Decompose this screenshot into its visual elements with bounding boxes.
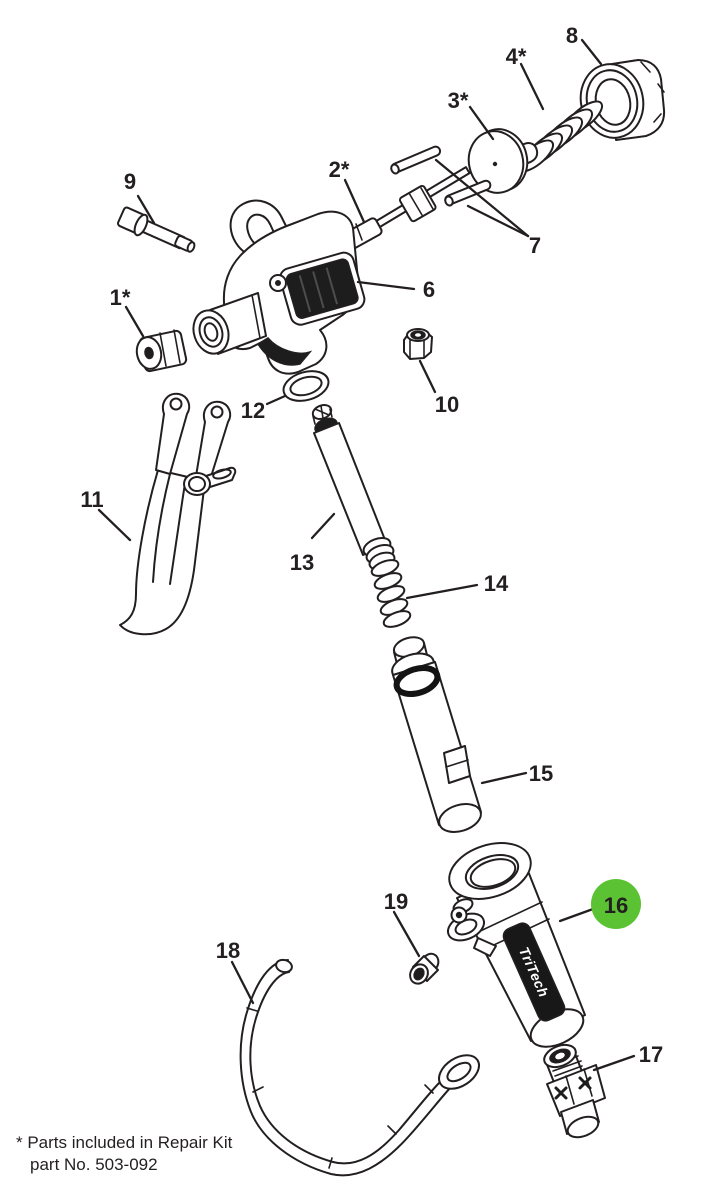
part-14-spring: [370, 559, 412, 628]
callout-11-label: 11: [80, 487, 103, 512]
part-19-bushing: [409, 952, 440, 985]
part-2-needle-assembly: [338, 166, 471, 251]
part-9-bolt: [117, 206, 196, 253]
callout-12-label: 12: [241, 398, 265, 423]
callout-8-label: 8: [566, 23, 578, 48]
callout-13-label: 13: [290, 550, 314, 575]
callout-1: 1*: [110, 285, 145, 338]
callout-19-label: 19: [384, 889, 408, 914]
callout-2-label: 2*: [329, 157, 350, 182]
part-1-packing-nut: [135, 329, 188, 373]
callout-12: 12: [241, 394, 287, 423]
part-17-swivel-fitting: [543, 1043, 606, 1139]
callout-7-label: 7: [529, 233, 541, 258]
callout-10: 10: [418, 359, 459, 417]
part-11-trigger: [119, 392, 237, 636]
part-16-highlight-circle: [591, 879, 641, 929]
part-6-gun-body: [192, 199, 366, 375]
callout-11: 11: [80, 487, 132, 542]
callout-16-highlighted[interactable]: 16: [558, 879, 641, 929]
callout-14-label: 14: [484, 571, 509, 596]
part-15-filter-housing: [391, 636, 482, 833]
part-12-o-ring: [282, 370, 330, 402]
part-13-needle-tube: [311, 404, 396, 571]
part-18-guard: [239, 958, 480, 1177]
callout-9-label: 9: [124, 169, 136, 194]
callout-4-label: 4*: [506, 44, 527, 69]
callout-19: 19: [384, 889, 421, 958]
part-16-handle: TriTech: [446, 842, 586, 1048]
callout-8: 8: [566, 23, 603, 66]
callout-10-label: 10: [435, 392, 459, 417]
callout-4: 4*: [506, 44, 545, 111]
footnote-line-1: * Parts included in Repair Kit: [16, 1133, 233, 1152]
callout-15-label: 15: [529, 761, 553, 786]
callout-18: 18: [216, 938, 255, 1005]
callout-3-label: 3*: [448, 88, 469, 113]
callout-13: 13: [290, 512, 336, 575]
part-7-pins: [390, 145, 492, 207]
callout-17-label: 17: [639, 1042, 663, 1067]
callout-17: 17: [592, 1042, 663, 1072]
callout-2: 2*: [329, 157, 366, 224]
callout-14: 14: [405, 571, 509, 600]
part-8-retainer-cap: [579, 59, 666, 141]
callout-3: 3*: [448, 88, 495, 141]
callout-1-label: 1*: [110, 285, 131, 310]
part-3-seat-disc: [467, 128, 539, 194]
footnote-line-2: part No. 503-092: [30, 1155, 158, 1174]
callout-6-label: 6: [423, 277, 435, 302]
callout-15: 15: [480, 761, 553, 786]
callout-9: 9: [124, 169, 156, 225]
callout-6: 6: [356, 277, 435, 302]
repair-kit-footnote: * Parts included in Repair Kit part No. …: [16, 1133, 233, 1174]
part-10-lock-nut: [403, 328, 433, 360]
callout-7: 7: [434, 158, 541, 258]
callout-18-label: 18: [216, 938, 240, 963]
callout-16-label: 16: [604, 893, 628, 918]
